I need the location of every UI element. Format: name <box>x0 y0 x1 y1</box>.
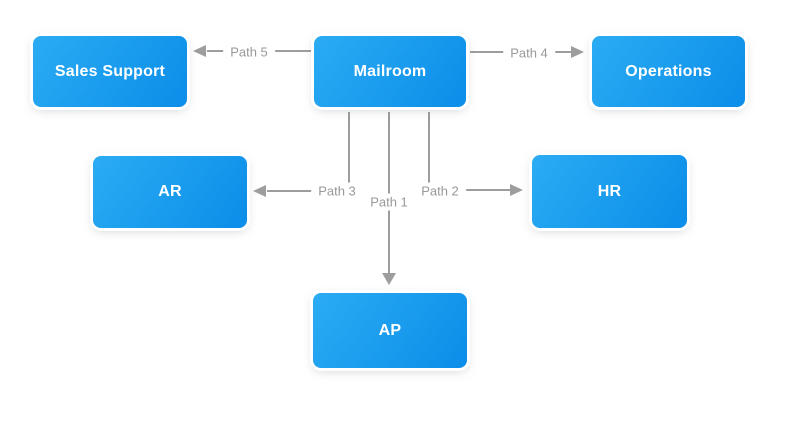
node-sales-support-label: Sales Support <box>54 62 166 80</box>
edge-path3-vertical-line <box>348 112 350 192</box>
node-hr-label: HR <box>597 182 622 200</box>
path5-arrowhead-left-icon <box>193 45 206 57</box>
edge-label-path5: Path 5 <box>223 43 275 61</box>
node-ap-label: AP <box>378 321 402 339</box>
edge-path2-horizontal-line <box>429 189 510 191</box>
edge-path3-horizontal-line <box>267 190 349 192</box>
path2-arrowhead-right-icon <box>510 184 523 196</box>
edge-label-path2: Path 2 <box>414 182 466 200</box>
edge-label-path4: Path 4 <box>503 44 555 62</box>
node-mailroom-label: Mailroom <box>353 62 427 80</box>
edge-label-path1: Path 1 <box>363 193 415 211</box>
edge-path1-vertical-line <box>388 112 390 273</box>
edge-path2-vertical-line <box>428 112 430 191</box>
node-mailroom[interactable]: Mailroom <box>314 36 466 107</box>
node-ar[interactable]: AR <box>93 156 247 228</box>
edge-label-path3: Path 3 <box>311 182 363 200</box>
node-hr[interactable]: HR <box>532 155 687 228</box>
path3-arrowhead-left-icon <box>253 185 266 197</box>
node-sales-support[interactable]: Sales Support <box>33 36 187 107</box>
path1-arrowhead-down-icon <box>382 273 396 285</box>
node-operations-label: Operations <box>625 62 712 80</box>
node-ar-label: AR <box>158 183 182 200</box>
node-operations[interactable]: Operations <box>592 36 745 107</box>
node-ap[interactable]: AP <box>313 293 467 368</box>
path4-arrowhead-right-icon <box>571 46 584 58</box>
